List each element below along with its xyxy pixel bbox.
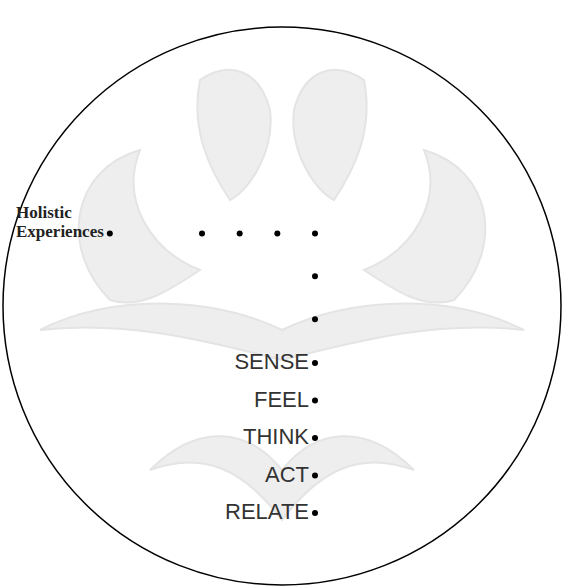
path-dot — [107, 231, 113, 237]
dot-path — [107, 231, 318, 517]
stage-label: RELATE — [225, 499, 309, 525]
path-dot — [312, 360, 318, 366]
path-dot — [312, 316, 318, 322]
watermark-lobe — [197, 70, 270, 200]
watermark — [40, 70, 524, 520]
path-dot — [312, 398, 318, 404]
stage-label: SENSE — [234, 349, 309, 375]
path-dot — [199, 231, 205, 237]
path-dot — [312, 273, 318, 279]
path-dot — [312, 510, 318, 516]
path-dot — [237, 231, 243, 237]
path-dot — [312, 435, 318, 441]
heading-label: Holistic Experiences — [16, 203, 136, 241]
watermark-lobe — [364, 150, 485, 303]
stage-label: FEEL — [254, 387, 309, 413]
path-dot — [312, 231, 318, 237]
stage-label: ACT — [265, 462, 309, 488]
path-dot — [274, 231, 280, 237]
path-dot — [312, 473, 318, 479]
outer-circle — [3, 27, 561, 585]
stage-label: THINK — [243, 424, 309, 450]
watermark-lobe — [293, 70, 366, 200]
